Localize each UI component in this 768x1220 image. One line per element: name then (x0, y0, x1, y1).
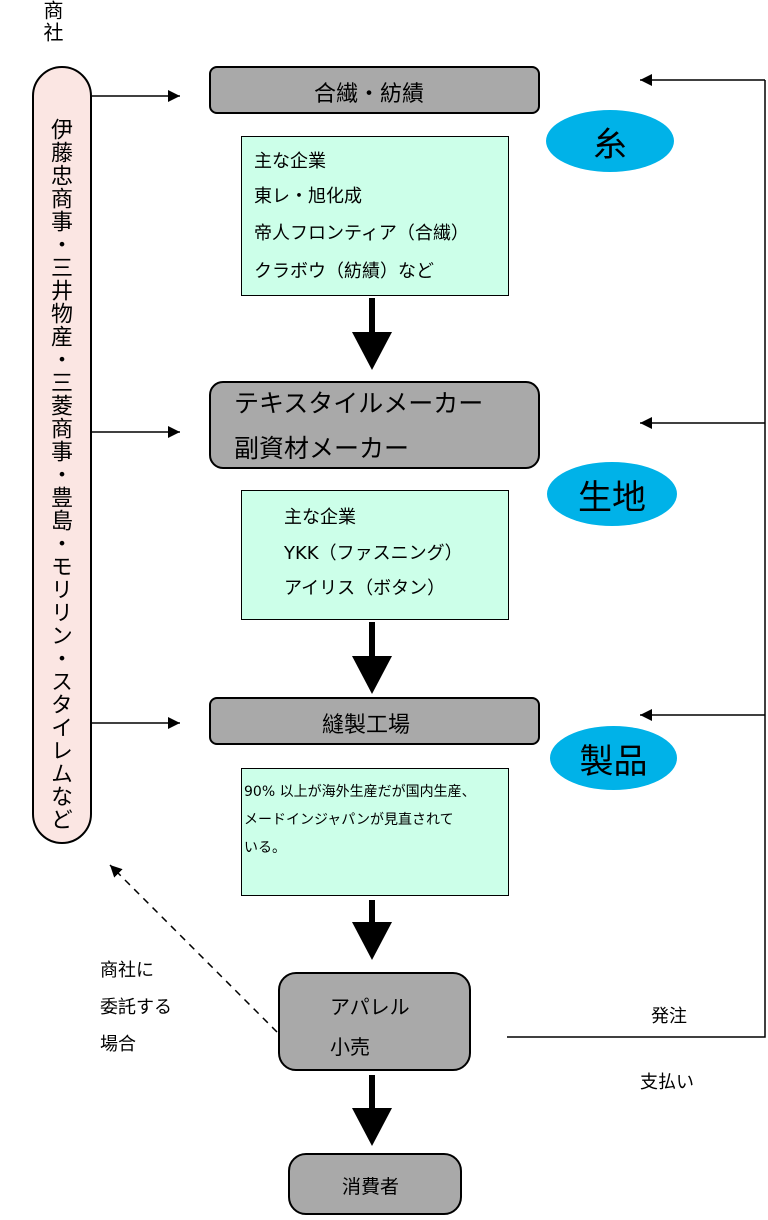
order-label: 発注 (651, 1006, 687, 1027)
entrusted-label-line: 商社に (100, 960, 154, 981)
trading-company-pill (32, 66, 92, 844)
trading-company-title: 商社 (40, 0, 64, 44)
yarn-info-line: 東レ・旭化成 (254, 186, 362, 207)
yarn-stage-label: 合繊・紡績 (314, 82, 425, 107)
entrusted-label-line: 委託する (100, 997, 172, 1018)
sewing-info-line: 90% 以上が海外生産だが国内生産、 (244, 784, 476, 800)
textile-info-line: YKK（ファスニング） (284, 543, 463, 564)
flow-arrow-4 (352, 1075, 392, 1146)
sewing-stage-label: 縫製工場 (322, 713, 411, 738)
apparel-stage-line1: アパレル (330, 995, 410, 1019)
category-fabric-ellipse: 生地 (547, 462, 677, 526)
consumer-stage-box (288, 1153, 462, 1215)
category-product-label: 製品 (579, 741, 648, 782)
trading-company-list: 伊藤忠商事・三井物産・三菱商事・豊島・モリリン・スタイレムなど (47, 118, 72, 831)
flow-arrow-2 (352, 622, 392, 694)
category-yarn-label: 糸 (593, 124, 627, 165)
category-product-ellipse: 製品 (550, 726, 677, 790)
consumer-stage-label: 消費者 (342, 1176, 400, 1198)
textile-info-line: アイリス（ボタン） (284, 578, 446, 599)
category-yarn-ellipse: 糸 (546, 110, 674, 172)
apparel-stage-line2: 小売 (330, 1035, 370, 1059)
apparel-stage-box (278, 972, 471, 1071)
entrusted-label-line: 場合 (100, 1034, 136, 1055)
flow-arrow-1 (352, 298, 392, 370)
sewing-info-box: 90% 以上が海外生産だが国内生産、 メードインジャパンが見直されて いる。 (241, 768, 509, 896)
payment-label: 支払い (640, 1072, 694, 1093)
textile-stage-line2: 副資材メーカー (234, 434, 410, 463)
textile-stage-line1: テキスタイルメーカー (234, 389, 484, 418)
yarn-info-line: 帝人フロンティア（合繊） (254, 223, 469, 244)
sewing-info-line: いる。 (244, 840, 286, 856)
textile-info-line: 主な企業 (284, 507, 356, 528)
textile-stage-box (209, 381, 540, 469)
textile-info-box: 主な企業 YKK（ファスニング） アイリス（ボタン） (241, 490, 509, 620)
order-line (507, 80, 766, 1038)
category-fabric-label: 生地 (578, 477, 646, 518)
sewing-stage-box (209, 697, 540, 745)
sewing-info-line: メードインジャパンが見直されて (244, 812, 454, 828)
yarn-info-box: 主な企業 東レ・旭化成 帝人フロンティア（合繊） クラボウ（紡績）など (241, 136, 509, 296)
yarn-info-line: クラボウ（紡績）など (254, 261, 434, 282)
flow-arrow-3 (352, 900, 392, 960)
entrust-dashed-arrow (109, 864, 278, 1033)
yarn-stage-box (209, 66, 540, 114)
yarn-info-line: 主な企業 (254, 151, 326, 172)
